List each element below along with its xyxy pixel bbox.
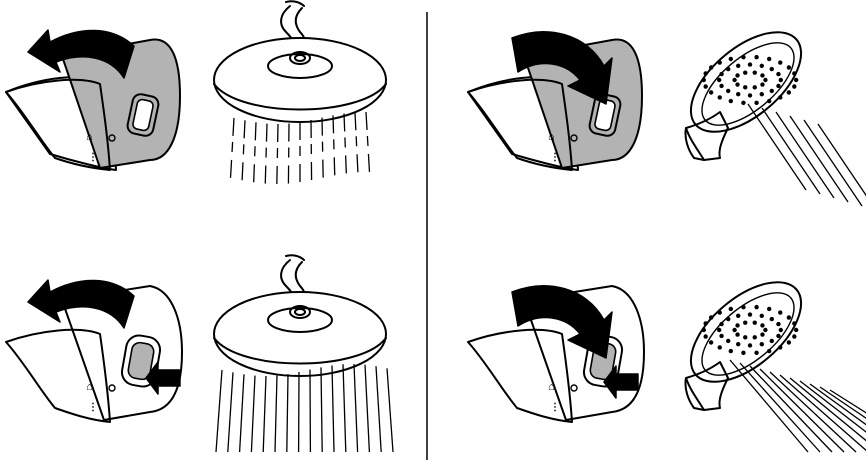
water-stream bbox=[804, 120, 862, 206]
rotate-arrow-clockwise-icon bbox=[512, 286, 612, 358]
thermostat-body-top-left bbox=[6, 39, 180, 170]
water-stream bbox=[254, 122, 256, 184]
water-stream bbox=[322, 118, 323, 180]
rotate-arrow-icon bbox=[28, 280, 134, 328]
water-stream bbox=[387, 368, 393, 452]
water-stream bbox=[277, 124, 278, 186]
water-stream bbox=[311, 120, 312, 182]
water-stream bbox=[288, 123, 289, 185]
water-stream bbox=[770, 372, 856, 452]
water-stream bbox=[730, 360, 808, 452]
water-stream bbox=[265, 124, 267, 186]
rain-showerhead-icon bbox=[214, 1, 386, 122]
water-stream bbox=[242, 120, 245, 182]
water-stream bbox=[344, 113, 346, 175]
water-stream bbox=[365, 365, 369, 452]
water-stream bbox=[366, 112, 370, 174]
water-stream bbox=[818, 124, 866, 210]
water-stream bbox=[762, 108, 820, 194]
water-stream bbox=[790, 116, 848, 202]
water-stream bbox=[343, 364, 346, 452]
water-stream bbox=[321, 367, 322, 452]
rain-showerhead-icon bbox=[214, 255, 386, 376]
jet-spray-narrow bbox=[748, 104, 866, 210]
water-stream bbox=[354, 364, 358, 452]
water-stream bbox=[333, 115, 335, 177]
water-stream bbox=[355, 112, 358, 174]
water-stream bbox=[776, 112, 834, 198]
water-stream bbox=[240, 374, 244, 452]
water-stream bbox=[748, 104, 806, 190]
water-stream bbox=[216, 370, 222, 452]
water-stream bbox=[332, 365, 334, 452]
water-stream bbox=[780, 375, 866, 452]
water-stream bbox=[263, 376, 266, 452]
water-stream bbox=[275, 375, 277, 452]
water-stream bbox=[251, 376, 255, 452]
water-stream bbox=[287, 374, 288, 452]
rain-spray-narrow bbox=[230, 112, 369, 186]
jet-spray-wide bbox=[730, 360, 866, 452]
rain-spray-wide bbox=[216, 364, 393, 452]
water-stream bbox=[376, 366, 381, 452]
water-stream bbox=[228, 372, 233, 452]
water-stream bbox=[230, 118, 234, 180]
